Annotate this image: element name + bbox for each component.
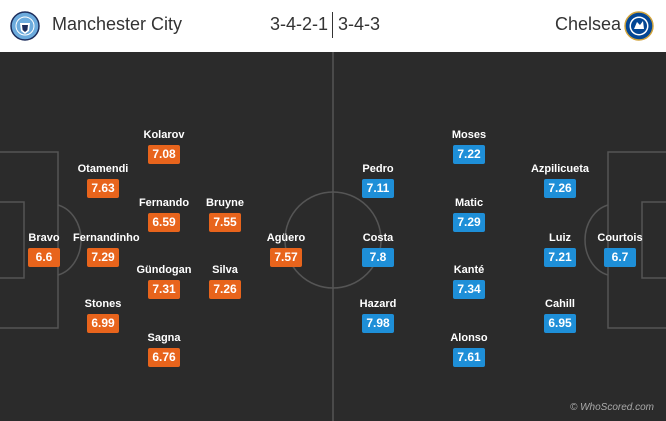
player-name: Kanté (453, 264, 485, 276)
away-team-name: Chelsea (555, 14, 622, 34)
player-card[interactable]: Gündogan 7.31 (134, 264, 194, 299)
player-name: Alonso (450, 332, 488, 344)
player-rating: 7.08 (148, 145, 180, 164)
player-card[interactable]: Bruyne 7.55 (195, 197, 255, 232)
player-name: Agüero (266, 232, 306, 244)
player-rating: 7.63 (87, 179, 119, 198)
player-card[interactable]: Otamendi 7.63 (73, 163, 133, 198)
player-rating: 7.8 (362, 248, 394, 267)
player-card[interactable]: Moses 7.22 (439, 129, 499, 164)
player-card[interactable]: Fernando 6.59 (134, 197, 194, 232)
player-rating: 7.29 (87, 248, 119, 267)
player-name: Stones (84, 298, 122, 310)
player-card[interactable]: Alonso 7.61 (439, 332, 499, 367)
player-name: Matic (454, 197, 484, 209)
match-header: Manchester City 3-4-2-1 3-4-3 Chelsea (0, 0, 666, 53)
player-name: Otamendi (77, 163, 129, 175)
player-name: Silva (212, 264, 238, 276)
player-name: Fernando (138, 197, 190, 209)
player-name: Cahill (545, 298, 575, 310)
player-rating: 7.31 (148, 280, 180, 299)
player-rating: 7.29 (453, 213, 485, 232)
player-card[interactable]: Kanté 7.34 (439, 264, 499, 299)
player-rating: 7.22 (453, 145, 485, 164)
player-card[interactable]: Stones 6.99 (73, 298, 133, 333)
player-name: Hazard (359, 298, 397, 310)
formation-divider (332, 12, 333, 38)
player-name: Pedro (362, 163, 394, 175)
player-name: Sagna (147, 332, 181, 344)
player-rating: 7.21 (544, 248, 576, 267)
player-card[interactable]: Sagna 6.76 (134, 332, 194, 367)
player-name: Luiz (549, 232, 571, 244)
player-name: Kolarov (143, 129, 185, 141)
player-name: Azpilicueta (530, 163, 590, 175)
player-rating: 7.55 (209, 213, 241, 232)
home-team-name: Manchester City (52, 14, 183, 34)
chelsea-crest-icon (624, 11, 654, 41)
player-name: Bruyne (206, 197, 244, 209)
player-rating: 6.7 (604, 248, 636, 267)
player-name: Moses (451, 129, 487, 141)
player-card[interactable]: Matic 7.29 (439, 197, 499, 232)
player-rating: 7.11 (362, 179, 394, 198)
player-card[interactable]: Courtois 6.7 (590, 232, 650, 267)
player-card[interactable]: Kolarov 7.08 (134, 129, 194, 164)
player-name: Fernandinho (73, 232, 140, 244)
pitch: Bravo 6.6 Otamendi 7.63 Fernandinho 7.29… (0, 52, 666, 421)
player-rating: 6.99 (87, 314, 119, 333)
home-formation: 3-4-2-1 (270, 14, 329, 34)
player-name: Costa (362, 232, 394, 244)
player-rating: 7.26 (209, 280, 241, 299)
player-card[interactable]: Fernandinho 7.29 (73, 232, 140, 267)
player-card[interactable]: Pedro 7.11 (348, 163, 408, 198)
player-rating: 7.57 (270, 248, 302, 267)
player-name: Bravo (28, 232, 60, 244)
manchester-city-crest-icon (10, 11, 40, 41)
player-name: Courtois (597, 232, 643, 244)
player-rating: 7.98 (362, 314, 394, 333)
player-rating: 7.34 (453, 280, 485, 299)
player-rating: 6.95 (544, 314, 576, 333)
player-card[interactable]: Silva 7.26 (195, 264, 255, 299)
pitch-markings (0, 52, 666, 421)
player-rating: 7.61 (453, 348, 485, 367)
player-rating: 6.6 (28, 248, 60, 267)
player-card[interactable]: Luiz 7.21 (530, 232, 590, 267)
player-name: Gündogan (136, 264, 192, 276)
player-card[interactable]: Azpilicueta 7.26 (530, 163, 590, 198)
away-formation: 3-4-3 (338, 14, 381, 34)
player-rating: 6.76 (148, 348, 180, 367)
player-card[interactable]: Cahill 6.95 (530, 298, 590, 333)
player-card[interactable]: Costa 7.8 (348, 232, 408, 267)
player-card[interactable]: Hazard 7.98 (348, 298, 408, 333)
whoscored-watermark: © WhoScored.com (569, 402, 654, 413)
player-rating: 6.59 (148, 213, 180, 232)
player-rating: 7.26 (544, 179, 576, 198)
player-card[interactable]: Agüero 7.57 (256, 232, 316, 267)
player-card[interactable]: Bravo 6.6 (14, 232, 74, 267)
